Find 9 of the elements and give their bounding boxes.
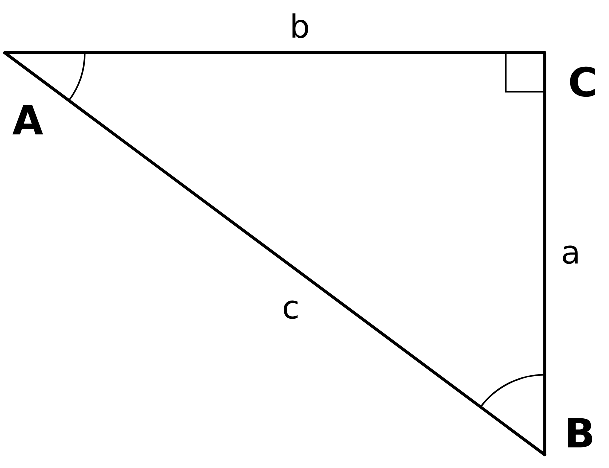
vertex-label: C bbox=[570, 66, 596, 98]
triangle-side bbox=[4, 52, 546, 456]
side-label: a bbox=[563, 246, 578, 264]
triangle-side bbox=[4, 52, 546, 54]
side-label: b bbox=[292, 14, 308, 38]
vertex-label: A bbox=[12, 105, 44, 135]
triangle-side bbox=[544, 52, 546, 456]
vertex-label: B bbox=[568, 418, 592, 448]
side-label: c bbox=[284, 300, 298, 320]
